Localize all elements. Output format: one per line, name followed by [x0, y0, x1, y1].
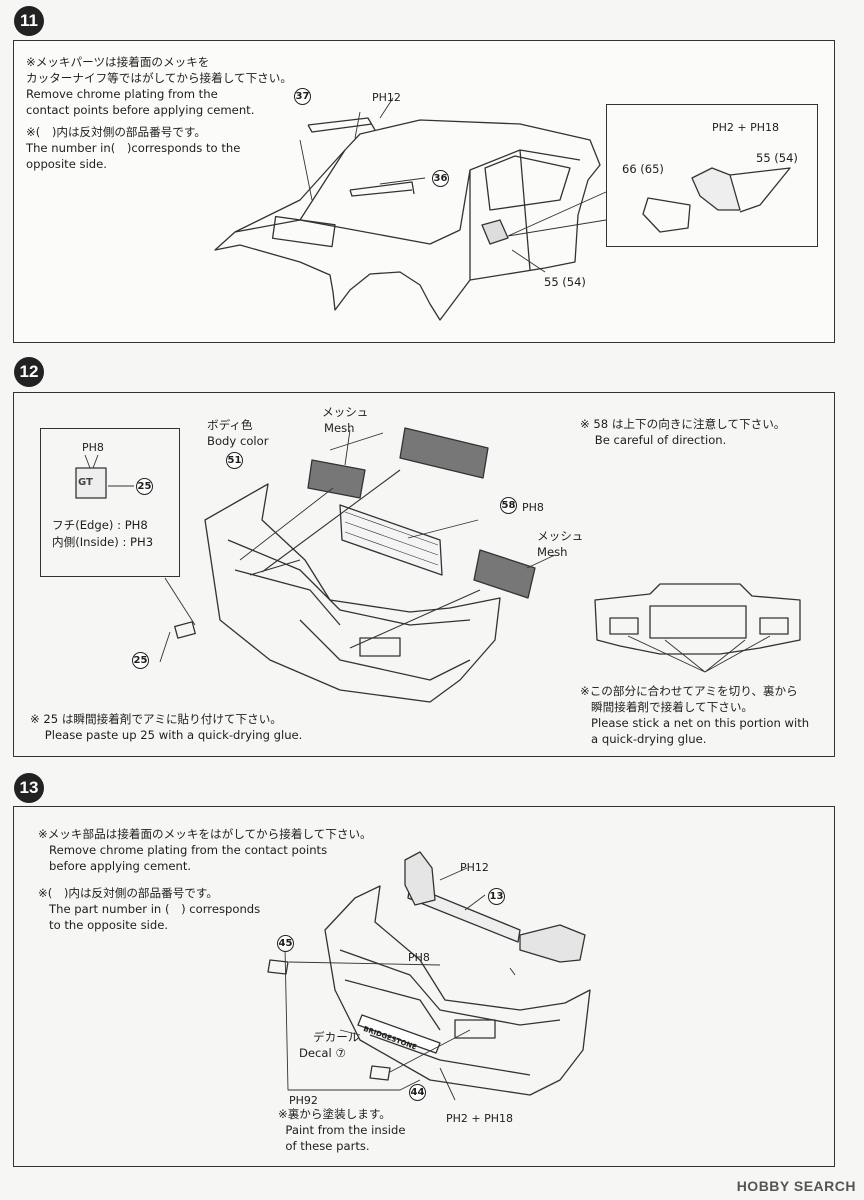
mirror-housing-66 [642, 197, 691, 233]
part-25-number: 25 [132, 652, 149, 669]
part-13-label: 13 [488, 888, 505, 905]
hobby-search-watermark: HOBBY SEARCH [736, 1178, 856, 1194]
bracket-right [519, 924, 586, 963]
step-12-panel [13, 392, 835, 757]
paste-note: ※ 25 は瞬間接着剤でアミに貼り付けて下さい。 Please paste up… [30, 712, 303, 742]
part-45-number: 45 [277, 935, 294, 952]
inset-ph2-ph18-ref: PH2 + PH18 [712, 121, 780, 134]
bumper-12-grille [227, 539, 471, 626]
mesh-right [473, 549, 536, 599]
decal-jp: デカール [313, 1030, 360, 1044]
car-body-outline [214, 119, 601, 321]
mesh-right-jp: メッシュ [537, 529, 584, 543]
step-13-panel [13, 806, 835, 1167]
bumper-12-duct [359, 637, 401, 657]
step-13-ph2-ph18-ref: PH2 + PH18 [446, 1112, 514, 1125]
mesh-right-en: Mesh [537, 545, 568, 559]
step-11-badge: 11 [14, 6, 44, 36]
part-51-label: 51 [226, 452, 243, 469]
part-37-number: 37 [294, 88, 311, 105]
part-25-label: 25 [132, 652, 149, 669]
car-hood-line [234, 149, 461, 245]
step-12-badge: 12 [14, 357, 44, 387]
mesh-upper-small [307, 459, 366, 499]
mesh-upper-large [399, 427, 489, 479]
direction-note: ※ 58 は上下の向きに注意して下さい。 Be careful of direc… [580, 417, 786, 447]
net-note: ※この部分に合わせてアミを切り、裏から 瞬間接着剤で接着して下さい。 Pleas… [580, 684, 810, 746]
mesh-upper-en: Mesh [324, 421, 355, 435]
step-11-chrome-note: ※メッキパーツは接着面のメッキを カッターナイフ等ではがしてから接着して下さい。… [26, 55, 292, 117]
part-58-number: 58 [500, 497, 517, 514]
bumper-13-grille [339, 949, 561, 1031]
car-door-line [459, 149, 581, 280]
car-window [484, 155, 571, 211]
bumper-13-lower [369, 1034, 531, 1076]
step-13-ph8-ref: PH8 [408, 951, 430, 964]
inset-55-54-label: 55 (54) [756, 151, 798, 165]
mirror-glass-55 [691, 167, 741, 211]
ph92-ref: PH92 [289, 1094, 318, 1107]
bumper-12-outline [204, 483, 501, 703]
edge-paint-label: フチ(Edge) : PH8 [52, 518, 148, 532]
gtr-emblem [75, 467, 107, 499]
body-color-en: Body color [207, 434, 269, 448]
inset-part-25-number: 25 [136, 478, 153, 495]
wiper-37 [307, 117, 376, 133]
bumper-back-view [594, 583, 801, 655]
part-45-label: 45 [277, 935, 294, 952]
part-36-number: 36 [432, 170, 449, 187]
part-44-number: 44 [409, 1084, 426, 1101]
part-25-emblem [174, 621, 196, 639]
mesh-upper-jp: メッシュ [322, 405, 369, 419]
step-11-opposite-note: ※( )内は反対側の部品番号です。 The number in( )corres… [26, 125, 241, 171]
part-13-number: 13 [488, 888, 505, 905]
emblem-ph8-ref: PH8 [82, 441, 104, 454]
part-44-label: 44 [409, 1084, 426, 1101]
part-58-ph8-ref: PH8 [522, 501, 544, 514]
part-55-54-label: 55 (54) [544, 275, 586, 289]
step-13-number: 13 [19, 778, 39, 797]
inside-paint-label: 内側(Inside) : PH3 [52, 535, 154, 549]
part-36-label: 36 [432, 170, 449, 187]
decal-strip [357, 1014, 441, 1054]
bumper-12-lower [299, 619, 471, 681]
paint-inside-note: ※裏から塗装します。 Paint from the inside of thes… [278, 1107, 406, 1153]
emblem-inset-frame [40, 428, 180, 577]
part-37-label: 37 [294, 88, 311, 105]
wiper-36 [349, 181, 415, 197]
step-12-number: 12 [19, 362, 39, 381]
body-color-jp: ボディ色 [207, 418, 253, 432]
step-13-opposite-note: ※( )内は反対側の部品番号です。 The part number in ( )… [38, 886, 261, 932]
decal-en: Decal ⑦ [299, 1046, 346, 1060]
gtr-emblem-text: GT [78, 477, 93, 488]
mirror-bracket [729, 167, 791, 213]
bracket-left [404, 851, 436, 906]
inset-66-65-label: 66 (65) [622, 162, 664, 176]
step-13-ph12-ref: PH12 [460, 861, 489, 874]
part-51-number: 51 [226, 452, 243, 469]
part-44-lens [369, 1065, 391, 1081]
step-11-number: 11 [20, 11, 38, 30]
part-58-label: 58 [500, 497, 517, 514]
mirror-55 [481, 219, 509, 245]
inset-part-25-label: 25 [136, 478, 153, 495]
step-13-chrome-note: ※メッキ部品は接着面のメッキをはがしてから接着して下さい。 Remove chr… [38, 827, 372, 873]
part-45-lens [267, 959, 289, 975]
bumper-13-outline [324, 885, 591, 1096]
step-13-badge: 13 [14, 773, 44, 803]
hood-vent [271, 215, 336, 248]
mirror-inset-frame [606, 104, 818, 247]
step-11-ph12-ref: PH12 [372, 91, 401, 104]
